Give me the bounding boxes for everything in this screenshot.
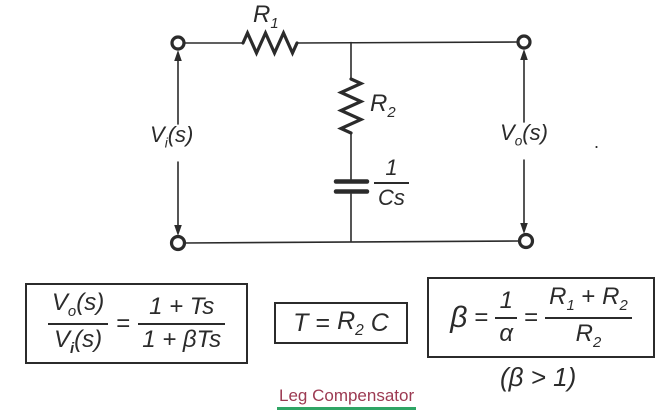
cap-impedance-numerator: 1: [385, 155, 398, 180]
beta-inverse-alpha-fraction: 1 α: [495, 287, 518, 347]
var-vo-sub: o: [67, 304, 77, 321]
transfer-lhs-denominator: Vi(s): [50, 325, 106, 357]
input-voltage-label: Vi(s): [150, 122, 193, 150]
resistor-ratio-denominator: R2: [572, 319, 606, 351]
vi-arrow-down-icon: [174, 225, 182, 236]
var-vo-arg: (s): [76, 289, 105, 317]
var-vi-base: V: [53, 325, 70, 353]
vi-arg: (s): [167, 122, 194, 147]
r2-base: R: [370, 90, 388, 117]
r1-sub: 1: [270, 15, 279, 32]
den-r2-sub: 2: [592, 334, 602, 351]
transfer-equals-sign: =: [116, 309, 131, 337]
vi-arrow-up-icon: [174, 50, 182, 61]
transfer-rhs-bar: [138, 322, 226, 325]
r2-sub: 2: [387, 104, 396, 121]
var-r2: R2: [337, 307, 364, 340]
var-vi-arg: (s): [74, 325, 103, 353]
cap-impedance-denominator: Cs: [378, 185, 405, 211]
var-beta: β: [450, 300, 468, 334]
terminal-bottom-right: [517, 232, 535, 250]
beta-resistor-ratio-fraction: R1 + R2 R2: [545, 284, 632, 350]
den-r2-base: R: [575, 319, 593, 347]
beta-condition-note: (β > 1): [500, 362, 577, 392]
output-voltage-label: Vo(s): [500, 120, 548, 148]
transfer-rhs-denominator: 1 + βTs: [142, 325, 222, 353]
vo-arrow-up-icon: [520, 49, 528, 60]
var-t: T: [293, 308, 309, 337]
transfer-lhs-numerator: Vo(s): [48, 290, 108, 320]
beta-definition-box: β = 1 α = R1 + R2 R2: [427, 277, 655, 358]
transfer-rhs-fraction: 1 + Ts 1 + βTs: [138, 293, 226, 353]
inverse-alpha-denominator: α: [499, 319, 514, 347]
resistor-r1: [241, 29, 299, 57]
var-r2-base: R: [337, 306, 356, 335]
sum-r1-sub: 1: [566, 298, 575, 315]
terminal-top-right: [516, 34, 532, 50]
beta-equals-sign-1: =: [474, 303, 489, 331]
circuit-diagram: [169, 29, 535, 252]
sum-r1-base: R: [549, 283, 567, 311]
var-vi-sub: i: [69, 340, 75, 357]
vo-arrow-down-icon: [520, 223, 528, 234]
figure-caption: Leg Compensator: [277, 386, 417, 410]
sum-r2-sub: 2: [619, 298, 628, 315]
vo-sub: o: [514, 133, 523, 149]
vo-arg: (s): [522, 120, 548, 145]
resistor-ratio-bar: [545, 316, 632, 319]
wire-bottom: [183, 240, 521, 244]
inverse-alpha-numerator: 1: [499, 287, 513, 315]
vo-base: V: [500, 120, 515, 145]
beta-equals-sign-2: =: [524, 303, 539, 331]
transfer-lhs-bar: [47, 322, 109, 325]
time-constant-equals-sign: =: [315, 308, 331, 337]
var-c: C: [370, 308, 389, 337]
terminal-bottom-left: [169, 234, 187, 252]
resistor-r1-label: R1: [253, 1, 279, 32]
capacitor-impedance-label: 1 Cs: [374, 155, 409, 211]
r1-base: R: [253, 1, 271, 28]
scan-artifact-dot: .: [594, 132, 600, 152]
resistor-r2: [337, 77, 365, 135]
plus-sign: +: [581, 283, 596, 311]
transfer-rhs-numerator: 1 + Ts: [149, 293, 215, 321]
wire-top-right: [296, 41, 519, 44]
var-vo-base: V: [51, 289, 68, 317]
vi-sub: i: [164, 135, 168, 151]
cap-impedance-fraction-bar: [374, 182, 409, 185]
resistor-sum-numerator: R1 + R2: [545, 284, 632, 314]
transfer-lhs-fraction: Vo(s) Vi(s): [47, 290, 109, 357]
inverse-alpha-bar: [495, 316, 518, 319]
var-r2-sub: 2: [355, 321, 364, 339]
time-constant-box: T = R2 C: [274, 302, 408, 344]
resistor-r2-label: R2: [370, 90, 396, 121]
sum-r2-base: R: [602, 283, 620, 311]
transfer-function-box: Vo(s) Vi(s) = 1 + Ts 1 + βTs: [25, 283, 248, 364]
terminal-top-left: [170, 35, 186, 51]
vi-base: V: [150, 122, 165, 147]
